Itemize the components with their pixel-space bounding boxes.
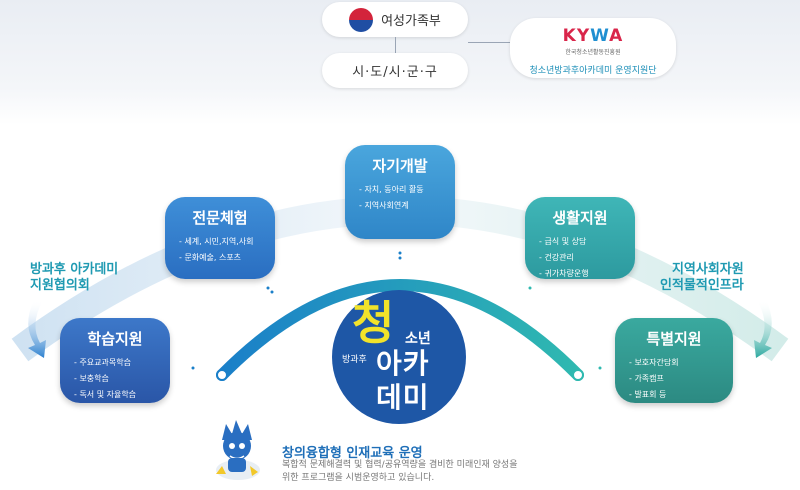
logo-banggwahu: 방과후 — [342, 352, 367, 365]
card-item: 주요교과목학습 — [74, 355, 170, 371]
logo-demi: 데미 — [376, 376, 430, 416]
card-life-support: 생활지원 급식 및 상담 건강관리 귀가차량운행 — [525, 197, 635, 279]
card-item: 세계, 시민,지역,사회 — [179, 234, 275, 250]
card-item: 지역사회연계 — [359, 198, 455, 214]
dot-g — [599, 367, 602, 370]
dot-e — [399, 257, 402, 260]
card-item: 독서 및 자율학습 — [74, 387, 170, 403]
card-expert-experience: 전문체험 세계, 시민,지역,사회 문화예술, 스포츠 — [165, 197, 275, 279]
dot-b — [271, 291, 274, 294]
card-item: 자치, 동아리 활동 — [359, 182, 455, 198]
card-title: 전문체험 — [165, 207, 275, 228]
card-title: 학습지원 — [60, 328, 170, 349]
card-item: 보호자간담회 — [629, 355, 733, 371]
footer-line1: 복합적 문제해결력 및 협력/공유역량을 겸비한 미래인재 양성을 — [282, 459, 602, 472]
right-side-label-line1: 지역사회자원 — [660, 262, 744, 278]
card-title: 자기개발 — [345, 155, 455, 176]
dot-d — [399, 252, 402, 255]
arc-endpoint-right — [573, 370, 583, 380]
right-side-label: 지역사회자원 인적물적인프라 — [660, 262, 744, 294]
left-side-label-line2: 지원협의회 — [30, 278, 118, 294]
arc-endpoint-left — [217, 370, 227, 380]
card-item: 건강관리 — [539, 250, 635, 266]
left-side-label-line1: 방과후 아카데미 — [30, 262, 118, 278]
left-side-label: 방과후 아카데미 지원협의회 — [30, 262, 118, 294]
footer-line2: 위한 프로그램을 시범운영하고 있습니다. — [282, 472, 602, 485]
card-title: 특별지원 — [615, 328, 733, 349]
dot-f — [529, 287, 532, 290]
dot-c — [192, 367, 195, 370]
arc-tick-left — [283, 298, 291, 308]
card-item: 귀가차량운행 — [539, 266, 635, 282]
card-item: 가족캠프 — [629, 371, 733, 387]
card-item: 보충학습 — [74, 371, 170, 387]
mascot-icon — [216, 420, 260, 480]
right-side-label-line2: 인적물적인프라 — [660, 278, 744, 294]
card-self-development: 자기개발 자치, 동아리 활동 지역사회연계 — [345, 145, 455, 239]
card-item: 발표회 등 — [629, 387, 733, 403]
card-item: 급식 및 상담 — [539, 234, 635, 250]
card-learning-support: 학습지원 주요교과목학습 보충학습 독서 및 자율학습 — [60, 318, 170, 403]
card-title: 생활지원 — [525, 207, 635, 228]
card-special-support: 특별지원 보호자간담회 가족캠프 발표회 등 — [615, 318, 733, 403]
arc-tick-right — [509, 298, 517, 308]
card-item: 문화예술, 스포츠 — [179, 250, 275, 266]
footer-description: 복합적 문제해결력 및 협력/공유역량을 겸비한 미래인재 양성을 위한 프로그… — [282, 459, 602, 485]
dot-a — [267, 287, 270, 290]
logo-che: 청 — [352, 298, 394, 348]
